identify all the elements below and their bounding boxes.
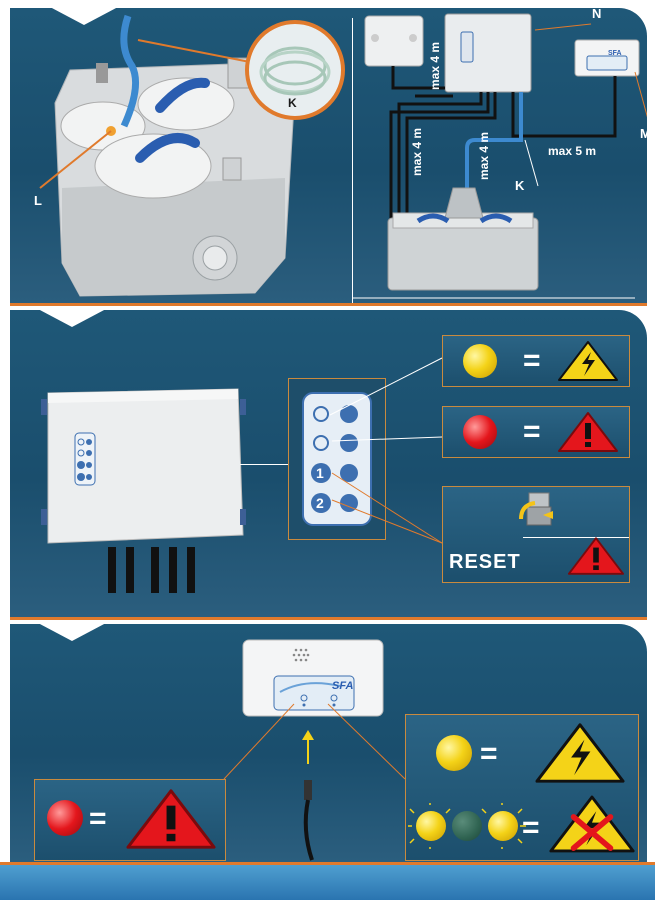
alarm-indicator-box: = [442, 406, 630, 458]
red-led [47, 800, 83, 836]
wiring-schematic [353, 13, 647, 299]
control-panel-section: 1 2 = = RESET [10, 310, 647, 620]
label-n-control-box: N [592, 8, 602, 21]
no-power-icon [549, 795, 635, 853]
button-2-label: 2 [316, 495, 324, 511]
high-level-alarm-box: = [34, 779, 226, 861]
level-probe-illustration [302, 730, 314, 861]
button-1-label: 1 [316, 465, 324, 481]
lightning-warning-icon [535, 723, 625, 783]
alarm-box-illustration [242, 639, 384, 717]
equals-sign: = [523, 344, 541, 377]
keypad-zoom: 1 2 [288, 378, 386, 540]
label-k-hose: K [288, 96, 297, 110]
exclamation-warning-icon [126, 789, 216, 849]
blink-rays [408, 803, 526, 849]
panel-divider [352, 18, 353, 303]
keypad-illustration [302, 392, 372, 526]
equals-sign: = [89, 802, 107, 835]
installation-panel: K L SFA N M K max 4 m max 4 m max [10, 8, 647, 306]
distance-left: max 4 m [410, 127, 424, 176]
power-indicator-box: = [442, 335, 630, 387]
control-box-illustration [41, 388, 246, 593]
panel-notch [38, 310, 106, 327]
yellow-led [436, 735, 472, 771]
power-status-box: = = [405, 714, 639, 861]
panel-notch [50, 8, 118, 25]
reset-line [523, 537, 629, 538]
equals-sign: = [480, 737, 498, 770]
lightning-warning-icon [558, 341, 618, 381]
connector-line [240, 464, 296, 465]
reset-icon [519, 492, 553, 526]
distance-alarm: max 5 m [548, 144, 597, 158]
red-led [463, 415, 497, 449]
distance-top: max 4 m [428, 41, 442, 90]
alarm-panel-section: SFA = = [10, 624, 647, 865]
label-m-alarm: M [640, 126, 647, 141]
exclamation-warning-icon [567, 537, 625, 575]
led-blink-off [452, 811, 482, 841]
alarm-brand-logo: SFA [332, 680, 354, 692]
label-k-hose-right: K [515, 178, 525, 193]
distance-middle: max 4 m [477, 131, 491, 180]
alarm-brand-small: SFA [608, 50, 622, 57]
exclamation-warning-icon [558, 412, 618, 452]
pump-unit-illustration [39, 14, 345, 297]
bottom-bar [0, 862, 655, 900]
yellow-led [463, 344, 497, 378]
yellow-led-blink-on [488, 811, 518, 841]
yellow-led-blink-on [416, 811, 446, 841]
equals-sign: = [522, 811, 540, 844]
reset-label: RESET [449, 551, 521, 573]
equals-sign: = [523, 415, 541, 448]
panel-notch [38, 624, 106, 641]
label-l-inlet: L [34, 193, 42, 208]
reset-box: RESET [442, 486, 630, 583]
speaker-icon [292, 648, 310, 662]
